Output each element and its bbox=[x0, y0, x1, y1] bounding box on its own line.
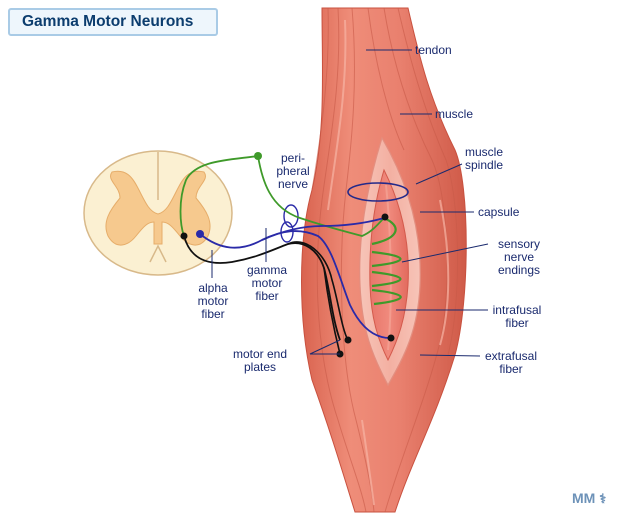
diagram-title: Gamma Motor Neurons bbox=[22, 13, 194, 30]
logo: MM ⚕ bbox=[572, 490, 606, 507]
label-capsule: capsule bbox=[478, 205, 520, 219]
spinal-anterior-fissure bbox=[149, 244, 167, 263]
label-peripheral-nerve: peri- pheral nerve bbox=[276, 151, 310, 191]
alpha-motor-fiber-branches bbox=[287, 241, 349, 355]
gamma-fiber-end-dot-top bbox=[381, 213, 389, 221]
muscle-highlights bbox=[327, 19, 450, 506]
title-box: Gamma Motor Neurons bbox=[8, 8, 218, 36]
label-muscle: muscle bbox=[435, 107, 474, 121]
gamma-fiber-origin-dot bbox=[196, 230, 204, 238]
label-tendon: tendon bbox=[415, 43, 452, 57]
motor-end-plate-dot-1 bbox=[344, 336, 352, 344]
muscle-fiber-lines bbox=[311, 7, 459, 513]
label-sensory-nerve-endings: sensory nerve endings bbox=[497, 237, 541, 277]
intrafusal-fiber bbox=[369, 168, 409, 362]
alpha-fiber-origin-dot bbox=[180, 232, 188, 240]
sensory-nerve-coils bbox=[371, 216, 402, 306]
leader-lines bbox=[211, 49, 489, 357]
sensory-nerve-fiber bbox=[179, 155, 385, 237]
logo-text: MM bbox=[572, 490, 596, 506]
peripheral-nerve-loop bbox=[283, 204, 299, 228]
gamma-motor-fiber-upper-branch bbox=[261, 217, 385, 241]
label-muscle-spindle: muscle spindle bbox=[465, 145, 504, 172]
caduceus-icon: ⚕ bbox=[599, 491, 607, 506]
label-alpha-motor-fiber: alpha motor fiber bbox=[197, 281, 229, 321]
gamma-fiber-end-dot-bottom bbox=[387, 334, 395, 342]
label-motor-end-plates: motor end plates bbox=[232, 347, 288, 374]
sensory-fiber-terminal-dot bbox=[254, 152, 262, 160]
label-intrafusal-fiber: intrafusal fiber bbox=[492, 303, 542, 330]
intrafusal-highlight bbox=[385, 184, 392, 351]
spindle-ring bbox=[347, 182, 409, 202]
gamma-motor-fiber bbox=[199, 230, 391, 339]
label-extrafusal-fiber: extrafusal fiber bbox=[484, 349, 538, 376]
label-gamma-motor-fiber: gamma motor fiber bbox=[246, 263, 287, 303]
